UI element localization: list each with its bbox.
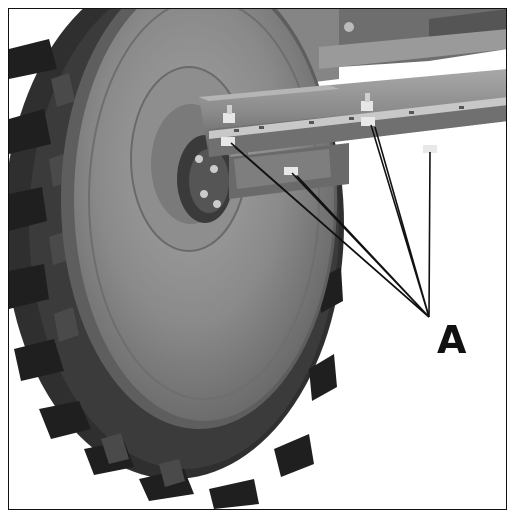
callout-leader-lines <box>230 124 431 318</box>
bolt-1 <box>221 105 235 146</box>
bolt-group <box>221 93 437 175</box>
bolt-4 <box>423 145 437 153</box>
callout-label-a: A <box>437 318 467 362</box>
wheel-axle-illustration <box>9 9 506 509</box>
bolt-3 <box>284 167 298 175</box>
wheel-hub <box>177 135 233 223</box>
illustration-frame: A <box>8 8 507 510</box>
bolt-2 <box>361 93 375 126</box>
